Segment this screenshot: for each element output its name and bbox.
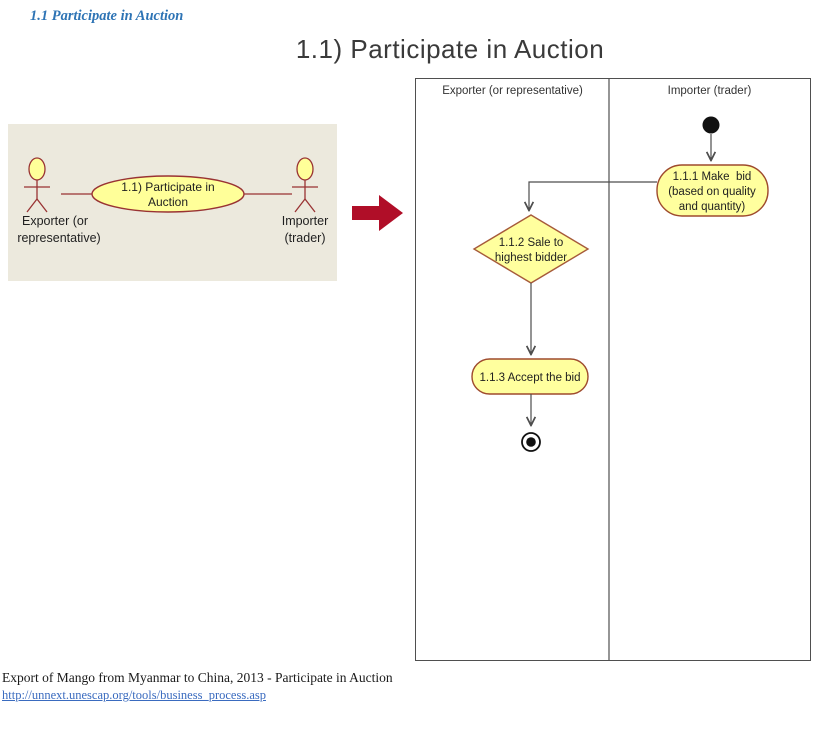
activity-canvas: 1.1.1 Make bid (based on quality and qua…	[471, 79, 769, 660]
actor-right-label-line1: Importer	[282, 214, 329, 228]
actor-right-label-line2: (trader)	[285, 231, 326, 245]
final-node-icon	[521, 432, 541, 452]
figure-caption: Export of Mango from Myanmar to China, 2…	[2, 670, 393, 685]
action-node-accept-bid	[471, 358, 589, 395]
action-node-make-bid	[656, 164, 769, 217]
accept-bid-label: 1.1.3 Accept the bid	[479, 372, 580, 384]
use-case-label-line2: Auction	[148, 195, 188, 209]
flow-makebid-to-decision	[529, 181, 657, 210]
right-block-arrow-icon	[352, 195, 403, 231]
actor-icon	[24, 157, 50, 213]
use-case-ellipse	[91, 175, 245, 213]
source-link[interactable]: http://unnext.unescap.org/tools/business…	[2, 688, 266, 702]
actor-left-label-line2: representative)	[17, 231, 100, 245]
decision-label-line1: 1.1.2 Sale to	[499, 237, 564, 249]
initial-node-icon	[702, 116, 720, 134]
make-bid-label-line3: and quantity)	[679, 201, 746, 213]
make-bid-label-line2: (based on quality	[668, 186, 756, 198]
diagram-title: 1.1) Participate in Auction	[295, 34, 605, 64]
lane-header-importer: Importer (trader)	[667, 85, 752, 97]
activity-diagram: Exporter (or representative) Importer (t…	[415, 78, 811, 661]
lane-header-exporter: Exporter (or representative)	[442, 85, 583, 97]
use-case-label-line1: 1.1) Participate in	[121, 180, 214, 194]
decision-node-sale	[472, 214, 590, 284]
decision-label-line2: highest bidder	[495, 252, 567, 264]
make-bid-label-line1: 1.1.1 Make bid	[673, 171, 752, 183]
section-heading: 1.1 Participate in Auction	[30, 8, 184, 24]
use-case-canvas: Exporter (or representative) 1.1) Partic…	[17, 157, 329, 245]
actor-icon	[292, 157, 318, 213]
use-case-diagram: Exporter (or representative) 1.1) Partic…	[8, 124, 337, 281]
actor-left-label-line1: Exporter (or	[22, 214, 88, 228]
